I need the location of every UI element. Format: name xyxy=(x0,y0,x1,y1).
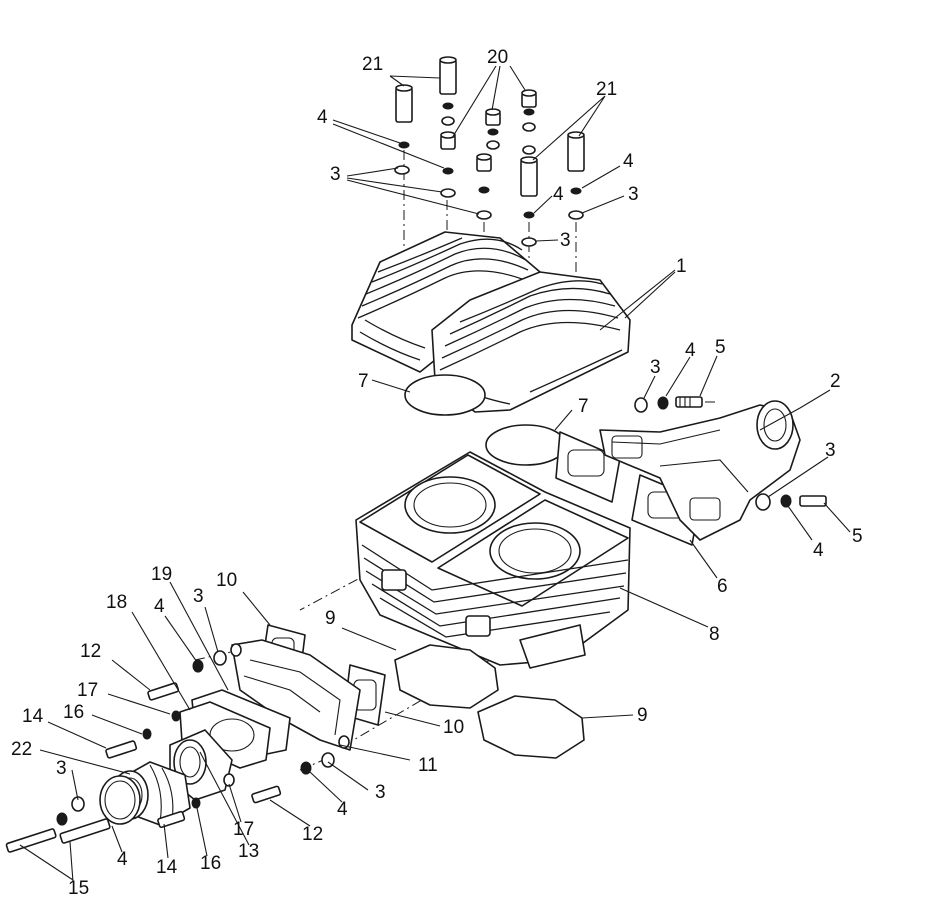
nut-20-a xyxy=(440,131,456,150)
callout-3-intake-right: 3 xyxy=(375,782,386,803)
callout-4-manifold-lower: 4 xyxy=(813,540,824,561)
callout-7-right: 7 xyxy=(578,396,589,417)
head-fasteners xyxy=(394,56,585,247)
cylinder-head-left xyxy=(351,231,541,373)
callout-14-lower: 14 xyxy=(156,857,178,878)
callout-8: 8 xyxy=(709,624,720,645)
leader-lines xyxy=(19,65,851,883)
nut-20-c xyxy=(476,153,492,172)
callout-16-upper: 16 xyxy=(63,702,84,723)
callout-4-intake-right: 4 xyxy=(337,799,348,820)
intake-adapter-11 xyxy=(230,639,361,751)
bolt-14-upper xyxy=(105,728,152,759)
callout-3-upper-left: 3 xyxy=(330,164,341,185)
callout-17-lower: 17 xyxy=(233,819,254,840)
spacer-nut-21-right-b xyxy=(567,131,585,172)
callout-10-upper: 10 xyxy=(216,570,237,591)
callout-13: 13 xyxy=(238,841,259,862)
callout-1: 1 xyxy=(676,256,687,277)
callout-12-lower: 12 xyxy=(302,824,323,845)
nut-20-d xyxy=(521,89,537,108)
callout-5-upper: 5 xyxy=(715,337,726,358)
callout-14-upper: 14 xyxy=(22,706,44,727)
o-ring-left xyxy=(404,374,486,416)
callout-18: 18 xyxy=(106,592,127,613)
callout-3-upper-right: 3 xyxy=(628,184,639,205)
bolt-12-upper xyxy=(147,682,181,722)
callout-2: 2 xyxy=(830,371,841,392)
callout-4-intake-upper: 4 xyxy=(154,596,165,617)
spacer-nut-21-top xyxy=(439,56,457,95)
callout-21-right: 21 xyxy=(596,79,617,100)
callout-4-upper-right: 4 xyxy=(623,151,634,172)
exhaust-gaskets xyxy=(555,431,701,546)
callout-4-upper-mid: 4 xyxy=(553,184,564,205)
o-ring-right xyxy=(485,424,567,466)
base-gaskets xyxy=(394,644,585,759)
callout-3-manifold-lower: 3 xyxy=(825,440,836,461)
callout-3-intake-left: 3 xyxy=(56,758,67,779)
callout-3-manifold: 3 xyxy=(650,357,661,378)
callout-4-manifold: 4 xyxy=(685,340,696,361)
callout-9-lower: 9 xyxy=(637,705,648,726)
callout-labels: 21 20 21 4 3 4 4 3 3 1 7 3 4 5 2 7 3 5 4… xyxy=(11,47,863,899)
callout-9-upper: 9 xyxy=(325,608,336,629)
bolt-15-left xyxy=(5,796,85,853)
manifold-bolt-lower xyxy=(755,493,827,511)
spacer-nut-21-left xyxy=(395,84,413,123)
exhaust-manifold xyxy=(599,400,801,541)
manifold-bolt-upper xyxy=(634,396,703,413)
callout-21-left: 21 xyxy=(362,54,383,75)
callout-7-left: 7 xyxy=(358,371,369,392)
callout-5-lower: 5 xyxy=(852,526,863,547)
callout-3-upper-mid: 3 xyxy=(560,230,571,251)
callout-17-upper: 17 xyxy=(77,680,98,701)
cylinder-block xyxy=(355,451,631,669)
callout-19: 19 xyxy=(151,564,172,585)
bolt-15-right xyxy=(59,818,111,844)
spacer-nut-21-right-a xyxy=(520,156,538,197)
hose-clamp xyxy=(99,775,141,825)
callout-11: 11 xyxy=(418,755,438,776)
bolt-14-lower xyxy=(157,797,201,829)
callout-22: 22 xyxy=(11,739,32,760)
callout-4-upper-left: 4 xyxy=(317,107,328,128)
bolt-12-lower xyxy=(223,773,282,804)
callout-6: 6 xyxy=(717,576,728,597)
callout-15: 15 xyxy=(68,878,89,899)
callout-10-lower: 10 xyxy=(443,717,464,738)
callout-20: 20 xyxy=(487,47,508,68)
callout-3-intake-upper: 3 xyxy=(193,586,204,607)
callout-16-lower: 16 xyxy=(200,853,221,874)
callout-12-upper: 12 xyxy=(80,641,101,662)
nut-20-b xyxy=(485,108,501,126)
callout-4-intake-lower: 4 xyxy=(117,849,128,870)
